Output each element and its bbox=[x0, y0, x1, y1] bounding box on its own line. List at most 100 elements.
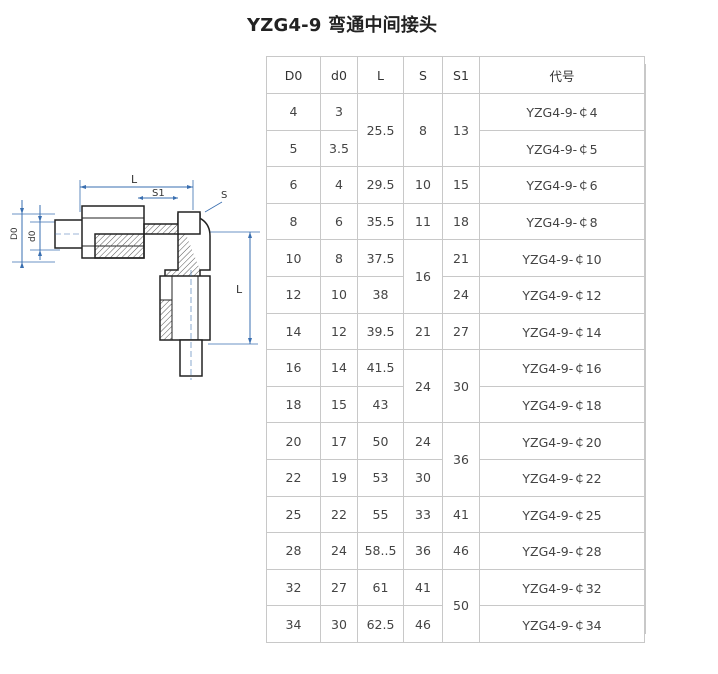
cell-D0: 14 bbox=[266, 312, 321, 351]
cell-S1: 24 bbox=[442, 275, 480, 314]
cell-d0: 4 bbox=[320, 166, 358, 204]
cell-D0: 16 bbox=[266, 349, 321, 387]
cell-L: 35.5 bbox=[357, 202, 404, 241]
cell-S: 46 bbox=[403, 605, 443, 643]
cell-code: YZG4-9-￠34 bbox=[479, 605, 645, 643]
cell-S1: 18 bbox=[442, 202, 480, 241]
cell-d0: 24 bbox=[320, 532, 358, 570]
table-row: 25 22 55 33 41 YZG4-9-￠25 bbox=[266, 495, 645, 534]
cell-d0: 17 bbox=[320, 422, 358, 460]
table-row: 12 10 38 24 YZG4-9-￠12 bbox=[266, 275, 645, 314]
cell-S1: 41 bbox=[442, 495, 480, 534]
cell-code: YZG4-9-￠12 bbox=[479, 275, 645, 314]
table-header-row: D0 d0 L S S1 代号 bbox=[266, 56, 645, 94]
cell-code: YZG4-9-￠28 bbox=[479, 532, 645, 570]
dim-S1: S1 bbox=[152, 188, 165, 199]
table-row: 16 14 41.5 24 30 YZG4-9-￠16 bbox=[266, 349, 645, 424]
dim-L-top: L bbox=[131, 173, 138, 186]
dim-S: S bbox=[221, 190, 227, 201]
cell-code: YZG4-9-￠18 bbox=[479, 385, 645, 424]
cell-code: YZG4-9-￠25 bbox=[479, 495, 645, 534]
cell-d0: 3 bbox=[320, 93, 358, 131]
cell-d0: 14 bbox=[320, 349, 358, 387]
cell-d0: 8 bbox=[320, 239, 358, 277]
cell-D0: 20 bbox=[266, 422, 321, 460]
cell-S1: 15 bbox=[442, 166, 480, 204]
header-S1: S1 bbox=[442, 56, 480, 94]
cell-D0: 18 bbox=[266, 385, 321, 424]
dim-L-right: L bbox=[236, 283, 243, 296]
cell-L: 53 bbox=[357, 458, 404, 497]
cell-S: 21 bbox=[403, 312, 443, 351]
cell-S: 24 bbox=[403, 349, 443, 424]
cell-S1: 13 bbox=[442, 92, 480, 168]
cell-S1: 30 bbox=[442, 349, 480, 424]
cell-L: 25.5 bbox=[357, 92, 404, 168]
cell-d0: 19 bbox=[320, 458, 358, 497]
cell-D0: 4 bbox=[266, 93, 321, 131]
cell-S: 11 bbox=[403, 202, 443, 241]
cell-S: 16 bbox=[403, 239, 443, 314]
cell-L: 37.5 bbox=[357, 239, 404, 277]
cell-D0: 32 bbox=[266, 568, 321, 607]
cell-d0: 12 bbox=[320, 312, 358, 351]
cell-D0: 12 bbox=[266, 275, 321, 314]
header-S: S bbox=[403, 56, 443, 94]
table-row: 28 24 58..5 36 46 YZG4-9-￠28 bbox=[266, 532, 645, 570]
cell-code: YZG4-9-￠10 bbox=[479, 239, 645, 277]
table-row: 4 3 25.5 8 13 YZG4-9-￠4 bbox=[266, 92, 645, 168]
cell-L: 29.5 bbox=[357, 166, 404, 204]
cell-L: 41.5 bbox=[357, 349, 404, 387]
dim-D0: D0 bbox=[10, 227, 20, 240]
cell-S: 36 bbox=[403, 532, 443, 570]
cell-S: 8 bbox=[403, 92, 443, 168]
cell-D0: 34 bbox=[266, 605, 321, 643]
header-code: 代号 bbox=[479, 56, 645, 94]
table-right-edge bbox=[645, 64, 646, 634]
table-row: 14 12 39.5 21 27 YZG4-9-￠14 bbox=[266, 312, 645, 351]
cell-d0: 22 bbox=[320, 495, 358, 534]
cell-code: YZG4-9-￠32 bbox=[479, 568, 645, 607]
header-d0: d0 bbox=[320, 56, 358, 94]
table-row: 34 30 62.5 46 YZG4-9-￠34 bbox=[266, 605, 645, 643]
cell-L: 39.5 bbox=[357, 312, 404, 351]
cell-D0: 8 bbox=[266, 202, 321, 241]
table-row: 5 3.5 YZG4-9-￠5 bbox=[266, 129, 645, 168]
table-row: 22 19 53 30 YZG4-9-￠22 bbox=[266, 458, 645, 497]
cell-code: YZG4-9-￠4 bbox=[479, 93, 645, 131]
cell-S: 41 bbox=[403, 568, 443, 607]
elbow-fitting-drawing: L S1 S D0 d0 L bbox=[10, 173, 260, 380]
cell-d0: 10 bbox=[320, 275, 358, 314]
cell-S1: 27 bbox=[442, 312, 480, 351]
cell-d0: 30 bbox=[320, 605, 358, 643]
table-row: 20 17 50 24 36 YZG4-9-￠20 bbox=[266, 422, 645, 497]
cell-d0: 27 bbox=[320, 568, 358, 607]
cell-D0: 5 bbox=[266, 129, 321, 168]
cell-D0: 22 bbox=[266, 458, 321, 497]
table-row: 10 8 37.5 16 21 YZG4-9-￠10 bbox=[266, 239, 645, 314]
dim-d0: d0 bbox=[28, 230, 38, 242]
cell-S: 33 bbox=[403, 495, 443, 534]
cell-S: 10 bbox=[403, 166, 443, 204]
cell-code: YZG4-9-￠6 bbox=[479, 166, 645, 204]
cell-d0: 15 bbox=[320, 385, 358, 424]
cell-S1: 50 bbox=[442, 568, 480, 643]
cell-S1: 36 bbox=[442, 422, 480, 497]
cell-code: YZG4-9-￠22 bbox=[479, 458, 645, 497]
cell-D0: 25 bbox=[266, 495, 321, 534]
cell-code: YZG4-9-￠14 bbox=[479, 312, 645, 351]
table-row: 6 4 29.5 10 15 YZG4-9-￠6 bbox=[266, 166, 645, 204]
cell-code: YZG4-9-￠8 bbox=[479, 202, 645, 241]
cell-code: YZG4-9-￠16 bbox=[479, 349, 645, 387]
cell-code: YZG4-9-￠20 bbox=[479, 422, 645, 460]
table-row: 18 15 43 YZG4-9-￠18 bbox=[266, 385, 645, 424]
cell-S1: 46 bbox=[442, 532, 480, 570]
cell-d0: 6 bbox=[320, 202, 358, 241]
cell-D0: 6 bbox=[266, 166, 321, 204]
cell-L: 50 bbox=[357, 422, 404, 460]
spec-table: D0 d0 L S S1 代号 4 3 25.5 8 13 YZG4-9-￠4 … bbox=[266, 56, 645, 643]
cell-d0: 3.5 bbox=[320, 129, 358, 168]
table-row: 8 6 35.5 11 18 YZG4-9-￠8 bbox=[266, 202, 645, 241]
header-L: L bbox=[357, 56, 404, 94]
cell-L: 38 bbox=[357, 275, 404, 314]
